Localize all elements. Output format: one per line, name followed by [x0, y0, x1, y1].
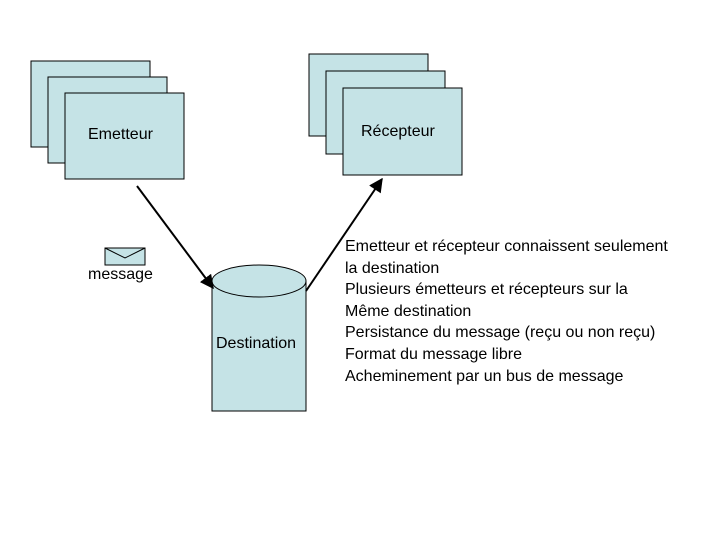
receiver-label: Récepteur: [361, 123, 435, 140]
envelope-icon: [104, 247, 146, 266]
receiver-stack: [308, 53, 463, 176]
receiver-card-front: [342, 87, 463, 176]
arrow-destination-to-receiver: [305, 177, 383, 292]
arrow-sender-to-destination: [136, 185, 214, 290]
sender-label: Emetteur: [88, 126, 153, 143]
destination-label: Destination: [216, 335, 297, 352]
sender-stack: [30, 60, 185, 180]
notes-list: Emetteur et récepteur connaissent seulem…: [345, 236, 668, 387]
sender-card-front: [64, 92, 185, 180]
destination-cylinder: [211, 264, 307, 412]
message-label: message: [88, 266, 153, 283]
note-line: Format du message libre: [345, 345, 522, 363]
note-line: Plusieurs émetteurs et récepteurs sur la: [345, 281, 628, 299]
note-line: Persistance du message (reçu ou non reçu…: [345, 324, 656, 342]
cylinder-top: [211, 264, 307, 298]
note-line: Acheminement par un bus de message: [345, 367, 624, 385]
note-line: Emetteur et récepteur connaissent seulem…: [345, 238, 668, 255]
note-line: la destination: [345, 259, 440, 277]
note-line: Même destination: [345, 302, 472, 320]
